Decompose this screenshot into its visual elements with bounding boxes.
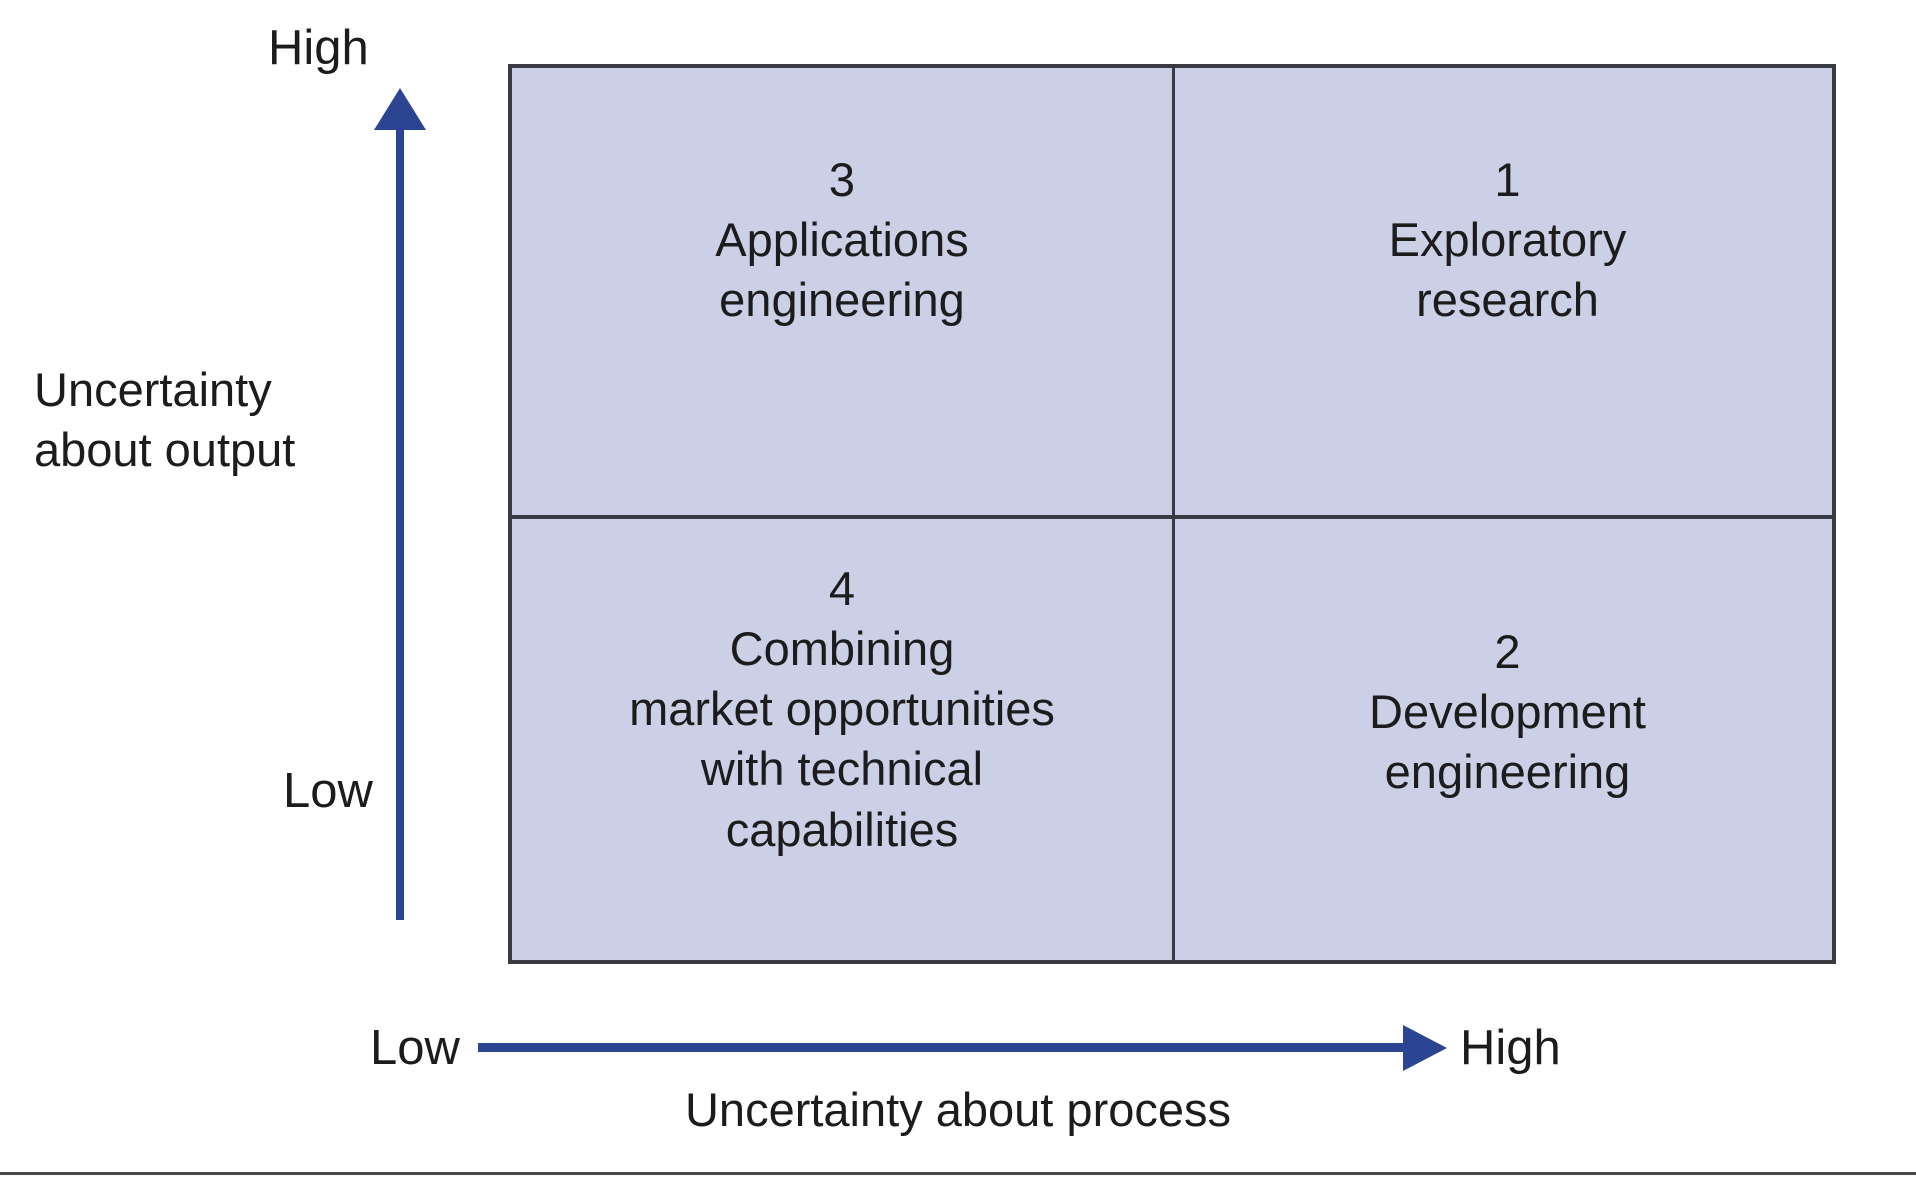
matrix-horizontal-divider <box>512 515 1832 519</box>
x-axis-title: Uncertainty about process <box>684 1083 1231 1136</box>
quadrant-3-applications-engineering[interactable]: 3 Applications engineering <box>512 68 1172 515</box>
quadrant-4-label-line-2: market opportunities <box>629 682 1055 736</box>
quadrant-4-combining-market-opportunities[interactable]: 4 Combining market opportunities with te… <box>512 519 1172 968</box>
y-axis-title: Uncertainty about output <box>34 360 295 480</box>
matrix-vertical-divider <box>1172 68 1175 960</box>
y-axis-low-label: Low <box>283 764 373 818</box>
quadrant-4-label-line-3: with technical <box>700 742 984 796</box>
quadrant-1-number: 1 <box>1494 153 1521 206</box>
quadrant-4-label-line-1: Combining <box>729 622 955 676</box>
quadrant-1-exploratory-research[interactable]: 1 Exploratory research <box>1175 68 1840 515</box>
y-axis-title-line-2: about output <box>34 423 296 477</box>
x-axis-low-label: Low <box>370 1021 460 1075</box>
quadrant-3-number: 3 <box>828 153 856 206</box>
quadrant-1-label-line-1: Exploratory <box>1388 213 1627 267</box>
quadrant-3-label-line-2: engineering <box>719 273 965 327</box>
quadrant-2-label-line-2: engineering <box>1384 745 1631 799</box>
y-axis-high-label: High <box>268 21 369 75</box>
matrix-grid: 3 Applications engineering 1 Exploratory… <box>508 64 1836 964</box>
quadrant-3-label-line-1: Applications <box>715 213 969 267</box>
x-axis-arrowhead-icon <box>1403 1025 1447 1071</box>
bottom-divider-rule <box>0 1172 1916 1175</box>
quadrant-2-number: 2 <box>1494 625 1521 678</box>
quadrant-4-label-line-4: capabilities <box>725 802 959 856</box>
x-axis-line <box>478 1043 1408 1052</box>
quadrant-2-label-line-1: Development <box>1369 685 1646 739</box>
quadrant-1-label-line-2: research <box>1416 273 1599 327</box>
quadrant-4-number: 4 <box>828 562 856 615</box>
y-axis-title-line-1: Uncertainty <box>34 363 272 416</box>
x-axis-high-label: High <box>1460 1021 1561 1075</box>
quadrant-2-development-engineering[interactable]: 2 Development engineering <box>1175 519 1840 968</box>
y-axis-line <box>396 110 404 920</box>
